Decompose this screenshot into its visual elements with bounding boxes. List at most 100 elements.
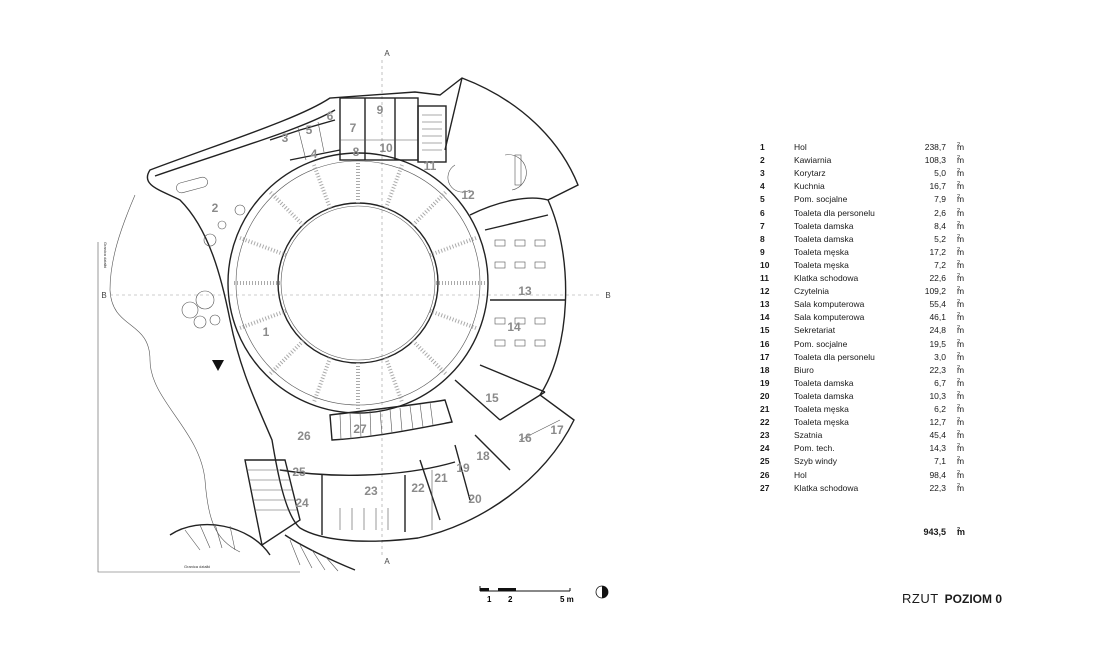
room-label: 19	[456, 461, 470, 475]
room-label: 10	[379, 141, 393, 155]
inner-shell	[154, 109, 336, 177]
room-label: 25	[292, 465, 306, 479]
unit-sup: 2	[957, 377, 961, 384]
unit-text: m	[957, 246, 965, 257]
room-label: 22	[411, 481, 425, 495]
legend-room-area: 3,0	[934, 351, 946, 362]
unit-text: m	[957, 443, 965, 454]
unit-sup: 2	[957, 364, 961, 371]
rotunda-middle-ring	[235, 160, 481, 406]
legend-room-number: 15	[760, 325, 770, 336]
room-label: 18	[476, 449, 490, 463]
legend-room-number: 17	[760, 351, 770, 362]
legend-room-area: 12,7	[929, 417, 946, 428]
north-arrow-icon	[595, 585, 609, 599]
scale-bar: 1 2 5 m	[479, 585, 609, 604]
legend-room-number: 9	[760, 246, 765, 257]
plot-label-horizontal: Granica działki	[184, 564, 210, 569]
north-wing-walls	[269, 97, 447, 163]
unit-text: m	[957, 527, 966, 537]
legend-room-area: 22,6	[929, 273, 946, 283]
legend-room-name: Kawiarnia	[794, 155, 832, 166]
legend-room-area: 6,2	[934, 404, 946, 414]
room-label: 13	[518, 284, 532, 298]
building-outline	[146, 77, 579, 542]
unit-text: m	[957, 233, 965, 244]
total-area-value: 943,5	[923, 527, 946, 537]
legend-room-name: Toaleta męska	[794, 417, 849, 428]
computer-room-walls	[479, 214, 565, 393]
legend-room-area: 16,7	[929, 181, 946, 192]
unit-sup: 2	[957, 168, 961, 175]
section-mark-a-bottom: A	[384, 557, 390, 566]
legend-room-number: 19	[760, 377, 770, 388]
unit-sup: 2	[957, 246, 961, 253]
legend-room-name: Toaleta męska	[794, 259, 849, 270]
legend-room-number: 14	[760, 312, 770, 323]
room-label: 4	[311, 147, 318, 161]
legend-room-area: 14,3	[929, 443, 946, 454]
legend-room-name: Hol	[794, 469, 807, 480]
unit-text: m	[957, 325, 965, 336]
unit-sup: 2	[957, 527, 961, 533]
unit-text: m	[957, 417, 965, 428]
unit-sup: 2	[957, 207, 961, 214]
legend-room-number: 2	[760, 155, 765, 166]
rotunda-outer-ring	[227, 152, 489, 414]
unit-sup: 2	[957, 194, 961, 201]
legend-room-area: 7,2	[934, 259, 946, 270]
room-labels: 1 2 3 4 5 6 7 8 9 10 11 12 13 14 15 16 1…	[212, 103, 564, 510]
legend-room-name: Korytarz	[794, 168, 826, 179]
room-label: 5	[306, 123, 313, 137]
unit-sup: 2	[957, 351, 961, 358]
legend-room-name: Biuro	[794, 364, 814, 375]
room-label: 3	[282, 131, 289, 145]
legend-room-area: 24,8	[929, 325, 946, 336]
scale-label-1: 1	[487, 595, 492, 604]
unit-text: m	[957, 338, 965, 349]
legend-room-area: 7,9	[934, 194, 946, 205]
legend-room-number: 6	[760, 207, 765, 218]
legend-room-number: 23	[760, 430, 770, 441]
room-label: 12	[461, 188, 475, 202]
scale-label-2: 2	[508, 595, 513, 604]
legend-room-area: 98,4	[929, 469, 946, 480]
unit-text: m	[957, 469, 965, 480]
legend-room-number: 18	[760, 364, 770, 375]
legend-room-number: 1	[760, 142, 765, 152]
room-label: 16	[518, 431, 532, 445]
unit-text: m	[957, 364, 965, 375]
legend-room-name: Sekretariat	[794, 325, 836, 336]
unit-text: m	[957, 168, 965, 179]
legend-room-number: 7	[760, 220, 765, 231]
room-label: 15	[485, 391, 499, 405]
unit-text: m	[957, 390, 965, 401]
legend-room-name: Pom. tech.	[794, 443, 835, 454]
unit-text: m	[957, 142, 965, 152]
unit-sup: 2	[957, 325, 961, 332]
legend-room-name: Sala komputerowa	[794, 299, 865, 310]
